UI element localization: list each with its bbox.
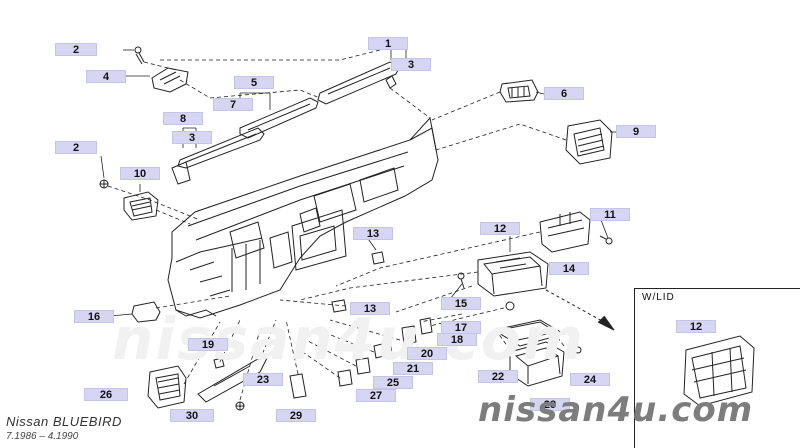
part-30-screw	[235, 401, 245, 411]
callout-7[interactable]: 7	[213, 98, 253, 111]
part-15-screw	[457, 272, 465, 289]
callout-5[interactable]: 5	[234, 76, 274, 89]
part-22-lid	[492, 301, 566, 347]
part-11-screw	[599, 235, 613, 245]
callout-9[interactable]: 9	[616, 125, 656, 138]
callout-18[interactable]: 18	[437, 333, 477, 346]
part-13-clip-lower	[331, 299, 347, 313]
part-2-bolt-top	[134, 46, 145, 65]
callout-3-left[interactable]: 3	[172, 131, 212, 144]
part-18-switch	[419, 317, 433, 335]
part-4-grille	[151, 67, 189, 93]
callout-21[interactable]: 21	[393, 362, 433, 375]
part-9-vent	[565, 119, 613, 165]
callout-12[interactable]: 12	[480, 222, 520, 235]
callout-25[interactable]: 25	[373, 376, 413, 389]
part-12-pocket	[477, 251, 549, 297]
part-12-lid-pocket	[683, 335, 755, 407]
callout-14[interactable]: 14	[549, 262, 589, 275]
callout-24[interactable]: 24	[570, 373, 610, 386]
callout-2-left[interactable]: 2	[55, 141, 97, 154]
callout-26[interactable]: 26	[84, 388, 128, 401]
part-27-switch	[337, 369, 353, 387]
part-2-bolt-left	[99, 179, 109, 189]
part-29-knob	[289, 373, 307, 399]
callout-22[interactable]: 22	[478, 370, 518, 383]
callout-1[interactable]: 1	[368, 37, 408, 50]
leader-lines	[107, 49, 567, 401]
part-24-screw	[569, 345, 582, 354]
dashboard-body	[167, 116, 439, 319]
model-name: Nissan BLUEBIRD	[6, 414, 122, 429]
callout-27[interactable]: 27	[356, 389, 396, 402]
part-3-clip-top	[385, 75, 397, 89]
inset-frame	[634, 288, 800, 448]
part-14-bracket	[539, 211, 591, 253]
callout-23[interactable]: 23	[243, 373, 283, 386]
callout-29[interactable]: 29	[276, 409, 316, 422]
callout-8[interactable]: 8	[163, 112, 203, 125]
watermark: nissan4u.com	[478, 390, 754, 430]
watermark-faint: nissan4u.com	[112, 305, 585, 373]
callout-4[interactable]: 4	[86, 70, 126, 83]
part-19-clip	[213, 357, 225, 369]
callout-20[interactable]: 20	[407, 347, 447, 360]
part-21-switch	[373, 341, 393, 359]
callout-11[interactable]: 11	[590, 208, 630, 221]
callout-6[interactable]: 6	[544, 87, 584, 100]
model-dates: 7.1986 – 4.1990	[6, 431, 79, 442]
callout-19[interactable]: 19	[188, 338, 228, 351]
part-26-vent	[147, 365, 187, 409]
callout-28[interactable]: 28	[530, 398, 570, 411]
callout-10[interactable]: 10	[120, 167, 160, 180]
callout-13-upper[interactable]: 13	[353, 227, 393, 240]
callout-16[interactable]: 16	[74, 310, 114, 323]
part-23-panel	[197, 355, 269, 403]
callout-15[interactable]: 15	[441, 297, 481, 310]
callout-12-lid[interactable]: 12	[676, 320, 716, 333]
direction-arrow	[545, 289, 615, 331]
defroster-strips	[171, 61, 401, 185]
part-25-switch	[355, 357, 371, 375]
part-13-clip-upper	[371, 251, 385, 265]
callout-13-lower[interactable]: 13	[350, 302, 390, 315]
inset-label: W/LID	[642, 292, 675, 303]
part-10-vent	[123, 191, 159, 221]
callout-3-topright[interactable]: 3	[391, 58, 431, 71]
part-20-switch	[401, 325, 417, 345]
part-6-vent	[499, 79, 539, 103]
callout-30[interactable]: 30	[170, 409, 214, 422]
callout-2-top[interactable]: 2	[55, 43, 97, 56]
